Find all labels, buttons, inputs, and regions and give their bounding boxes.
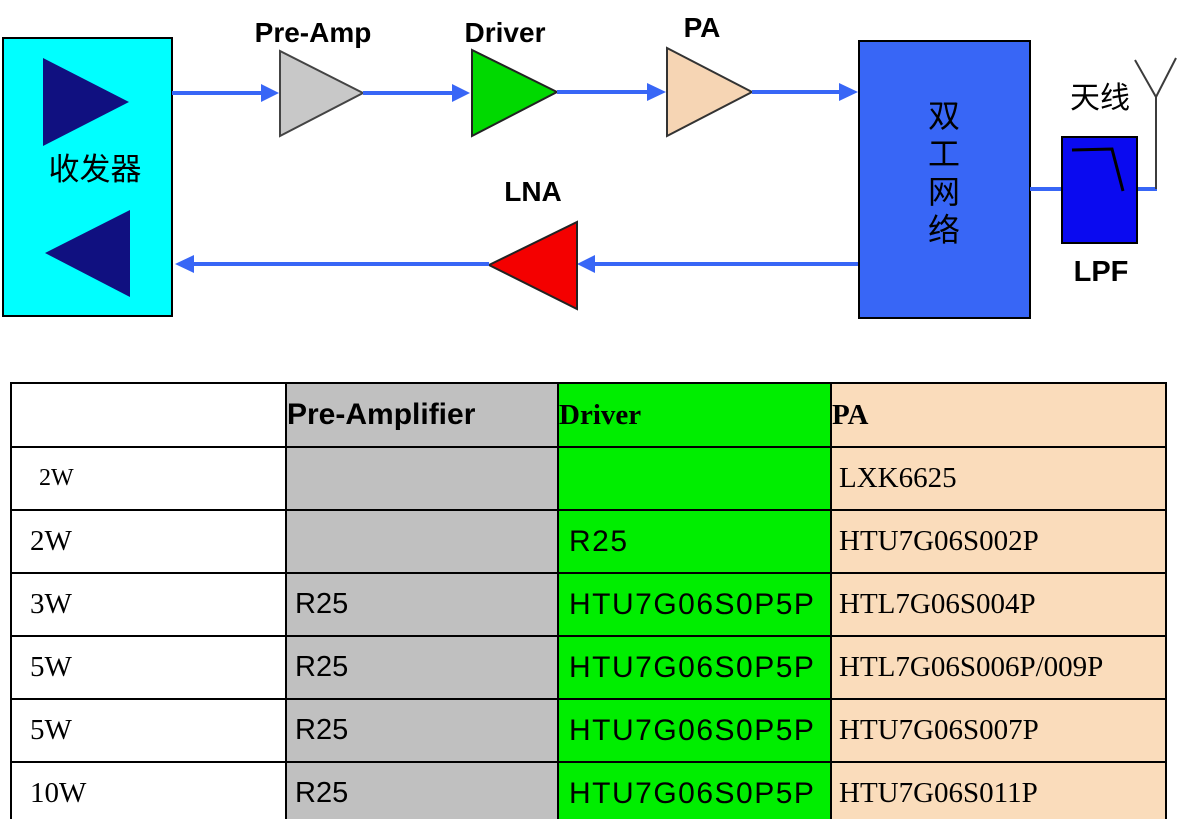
cell-pre-amplifier <box>285 509 559 574</box>
cell-power: 5W <box>10 698 287 763</box>
table-header-row: Pre-Amplifier Driver PA <box>10 382 1167 448</box>
tx-direction-icon <box>43 58 129 146</box>
antenna-icon <box>1134 57 1177 100</box>
lna-triangle <box>486 220 578 311</box>
cell-pa: HTL7G06S004P <box>830 572 1167 637</box>
lpf-label: LPF <box>1074 256 1129 288</box>
preamp-label: Pre-Amp <box>255 17 372 48</box>
table-row: 2W LXK6625 <box>10 446 1167 511</box>
duplexer-label-char-2: 工 <box>928 136 960 172</box>
cell-pa: HTL7G06S006P/009P <box>830 635 1167 700</box>
cell-pre-amplifier <box>285 446 559 511</box>
cell-pa: HTU7G06S007P <box>830 698 1167 763</box>
lpf-response-curve-icon <box>1071 147 1125 192</box>
cell-pre-amplifier: R25 <box>285 761 559 819</box>
table-row: 2W R25 HTU7G06S002P <box>10 509 1167 574</box>
cell-driver: HTU7G06S0P5P <box>557 698 832 763</box>
cell-pre-amplifier: R25 <box>285 572 559 637</box>
cell-power: 3W <box>10 572 287 637</box>
duplexer-label-char-4: 络 <box>928 212 960 248</box>
table-row: 5W R25 HTU7G06S0P5P HTU7G06S007P <box>10 698 1167 763</box>
wire-tx-3-arrowhead-icon <box>647 83 666 101</box>
cell-driver: HTU7G06S0P5P <box>557 572 832 637</box>
cell-power: 2W <box>10 446 287 511</box>
duplexer-label-char-3: 网 <box>928 174 960 210</box>
cell-pre-amplifier: R25 <box>285 635 559 700</box>
header-pre-amplifier: Pre-Amplifier <box>285 382 559 448</box>
wire-tx-1-arrowhead-icon <box>261 84 279 102</box>
table-row: 3W R25 HTU7G06S0P5P HTL7G06S004P <box>10 572 1167 637</box>
driver-label: Driver <box>465 17 546 48</box>
rf-chain-diagram: 收发器 Pre-Amp Driver PA 双 工 网 络 LNA <box>2 12 1177 319</box>
duplexer-box <box>858 40 1031 319</box>
cell-pa: HTU7G06S002P <box>830 509 1167 574</box>
table-row: 10W R25 HTU7G06S0P5P HTU7G06S011P <box>10 761 1167 819</box>
driver-triangle <box>471 48 560 138</box>
lna-label: LNA <box>504 176 562 207</box>
transceiver-label: 收发器 <box>49 152 142 187</box>
pa-triangle <box>666 46 755 138</box>
cell-pa: LXK6625 <box>830 446 1167 511</box>
cell-pre-amplifier: R25 <box>285 698 559 763</box>
wire-tx-2-arrowhead-icon <box>452 84 470 102</box>
cell-driver <box>557 446 832 511</box>
cell-power: 10W <box>10 761 287 819</box>
lpf-box <box>1061 136 1138 244</box>
rx-direction-icon <box>45 210 130 297</box>
cell-driver: R25 <box>557 509 832 574</box>
preamp-triangle <box>279 49 366 138</box>
antenna-label: 天线 <box>1070 82 1130 115</box>
wire-rx-1-arrowhead-icon <box>577 255 595 273</box>
header-driver: Driver <box>557 382 832 448</box>
wire-rx-2-arrowhead-icon <box>175 255 194 273</box>
pa-label: PA <box>684 12 721 43</box>
wire-tx-4-arrowhead-icon <box>839 83 858 101</box>
cell-power: 5W <box>10 635 287 700</box>
duplexer-label-char-1: 双 <box>928 98 960 134</box>
cell-driver: HTU7G06S0P5P <box>557 761 832 819</box>
header-blank <box>10 382 287 448</box>
amplifier-lineup-table: Pre-Amplifier Driver PA 2W LXK6625 2W R2… <box>10 382 1167 819</box>
cell-power: 2W <box>10 509 287 574</box>
header-pa: PA <box>830 382 1167 448</box>
table-row: 5W R25 HTU7G06S0P5P HTL7G06S006P/009P <box>10 635 1167 700</box>
amplifier-table-body: 2W LXK6625 2W R25 HTU7G06S002P 3W R25 HT… <box>10 446 1167 819</box>
cell-driver: HTU7G06S0P5P <box>557 635 832 700</box>
cell-pa: HTU7G06S011P <box>830 761 1167 819</box>
